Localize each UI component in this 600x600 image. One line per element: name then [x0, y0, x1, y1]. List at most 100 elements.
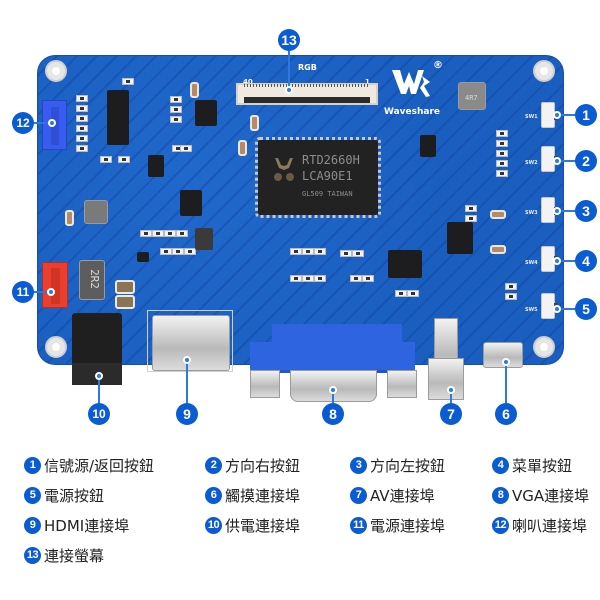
legend-item-9: 9 HDMI連接埠 — [24, 515, 129, 535]
inductor2-label: 4R7 — [465, 94, 478, 102]
resistor — [505, 293, 517, 300]
resistor — [140, 230, 152, 237]
fpc-pin-1: 1 — [365, 78, 370, 86]
callout-dot-2 — [553, 157, 561, 165]
capacitor-tantalum — [115, 280, 135, 294]
callout-dot-11 — [47, 288, 55, 296]
ic-chip — [195, 100, 217, 126]
ic-chip — [107, 90, 129, 145]
resistor — [100, 156, 112, 163]
resistor — [76, 105, 88, 112]
resistor — [314, 248, 326, 255]
resistor — [122, 78, 134, 85]
callout-line-6 — [505, 362, 507, 404]
callout-badge-7: 7 — [440, 403, 462, 425]
resistor — [465, 205, 477, 212]
legend-item-7: 7 AV連接埠 — [350, 485, 435, 505]
waveshare-logo-icon — [390, 66, 434, 102]
legend-item-2: 2 方向右按鈕 — [205, 455, 300, 475]
resistor — [496, 170, 508, 177]
sw2-label: SW2 — [525, 160, 538, 166]
resistor — [180, 145, 192, 152]
resistor — [184, 248, 196, 255]
inductor-label: 2R2 — [87, 269, 101, 289]
callout-line-3 — [556, 210, 576, 212]
chip-line-3: GL509 TAIWAN — [302, 190, 353, 198]
callout-line-7 — [450, 390, 452, 404]
ic-chip — [148, 155, 164, 177]
resistor — [118, 156, 130, 163]
callout-badge-1: 1 — [575, 104, 597, 126]
resistor — [172, 248, 184, 255]
callout-dot-4 — [553, 257, 561, 265]
legend-label: 供電連接埠 — [225, 516, 301, 535]
callout-badge-13: 13 — [278, 29, 300, 51]
legend-label: 電源連接埠 — [370, 516, 446, 535]
callout-line-2 — [556, 160, 576, 162]
callout-line-9 — [186, 360, 188, 404]
chip-line-1: RTD2660H — [302, 153, 360, 167]
legend-label: 觸摸連接埠 — [225, 486, 301, 505]
legend-badge: 9 — [24, 516, 41, 534]
callout-badge-8: 8 — [322, 403, 344, 425]
legend-badge: 4 — [492, 456, 509, 474]
legend-label: 方向右按鈕 — [225, 456, 301, 475]
sw4-label: SW4 — [525, 260, 538, 266]
callout-dot-1 — [553, 111, 561, 119]
main-scaler-chip: RTD2660H LCA90E1 GL509 TAIWAN — [255, 137, 381, 218]
capacitor — [65, 210, 74, 226]
sw5-label: SW5 — [525, 307, 538, 313]
resistor — [290, 275, 302, 282]
legend-item-10: 10 供電連接埠 — [205, 515, 300, 535]
callout-badge-10: 10 — [88, 403, 110, 425]
callout-line-1 — [556, 114, 576, 116]
resistor — [76, 95, 88, 102]
mounting-hole-bottom-right — [533, 336, 555, 358]
resistor — [496, 150, 508, 157]
resistor — [76, 125, 88, 132]
legend-label: VGA連接埠 — [512, 486, 590, 505]
legend-badge: 10 — [205, 516, 222, 534]
realtek-logo-icon — [272, 156, 296, 184]
mounting-hole-top-left — [45, 60, 67, 82]
resistor — [496, 160, 508, 167]
sw3-label: SW3 — [525, 210, 538, 216]
callout-dot-9 — [183, 356, 191, 364]
callout-line-8 — [332, 390, 334, 404]
legend-item-8: 8 VGA連接埠 — [492, 485, 589, 505]
resistor — [76, 115, 88, 122]
callout-line-13 — [288, 50, 290, 90]
legend-badge: 7 — [350, 486, 367, 504]
resistor — [170, 116, 182, 123]
legend-label: 信號源/返回按鈕 — [44, 456, 155, 475]
legend-label: 菜單按鈕 — [512, 456, 573, 475]
resistor — [76, 145, 88, 152]
resistor — [152, 230, 164, 237]
resistor — [465, 215, 477, 222]
callout-dot-5 — [553, 305, 561, 313]
legend-badge: 6 — [205, 486, 222, 504]
callout-line-5 — [556, 308, 576, 310]
mounting-hole-bottom-left — [45, 336, 67, 358]
resistor — [290, 248, 302, 255]
sw1-label: SW1 — [525, 114, 538, 120]
legend-label: 連接螢幕 — [44, 546, 105, 565]
resistor — [170, 106, 182, 113]
legend-badge: 11 — [350, 516, 367, 534]
callout-dot-12 — [48, 119, 56, 127]
capacitor — [490, 210, 506, 219]
resistor — [76, 135, 88, 142]
hdmi-port — [147, 310, 233, 372]
legend-label: 喇叭連接埠 — [512, 516, 588, 535]
callout-line-4 — [556, 260, 576, 262]
callout-dot-3 — [553, 207, 561, 215]
resistor — [496, 140, 508, 147]
resistor — [362, 275, 374, 282]
legend-badge: 5 — [24, 486, 41, 504]
rgb-label: RGB — [298, 63, 317, 72]
ic-chip — [388, 250, 422, 278]
legend-label: 方向左按鈕 — [370, 456, 446, 475]
callout-badge-5: 5 — [575, 298, 597, 320]
legend-item-4: 4 菜單按鈕 — [492, 455, 572, 475]
inductor-4r7: 4R7 — [458, 82, 486, 110]
